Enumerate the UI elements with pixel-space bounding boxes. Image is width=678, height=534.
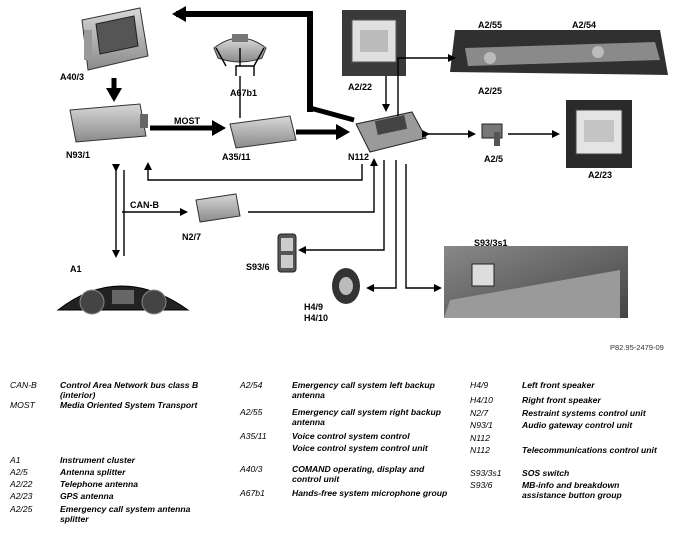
telephone-antenna-image — [342, 10, 406, 76]
sos-button-image — [277, 233, 297, 273]
legend-description: Right front speaker — [522, 395, 601, 405]
speaker-image — [332, 268, 360, 304]
label-a2-5: A2/5 — [484, 154, 503, 164]
legend-code: A2/5 — [10, 467, 28, 477]
legend-description: Emergency call system right backup anten… — [292, 407, 442, 428]
legend-description: Voice control system control unit — [292, 443, 428, 453]
label-s93-6: S93/6 — [246, 262, 270, 272]
legend-description: Media Oriented System Transport — [60, 400, 198, 410]
label-a2-25: A2/25 — [478, 86, 502, 96]
label-h4-9: H4/9 — [304, 302, 323, 312]
label-a2-22: A2/22 — [348, 82, 372, 92]
legend-description: Telephone antenna — [60, 479, 138, 489]
legend-code: N112 — [470, 445, 490, 455]
label-a2-54: A2/54 — [572, 20, 596, 30]
antenna-splitter-image — [481, 123, 503, 146]
wiring-diagram: A40/3 A67b1 A2/22 A2/55 A2/54 A2/25 MOST… — [56, 6, 668, 323]
legend-description: Emergency call system antenna splitter — [60, 504, 191, 525]
legend-description: COMAND operating, display and control un… — [292, 464, 425, 485]
legend-code: N93/1 — [470, 420, 493, 430]
restraint-unit-image — [195, 193, 241, 223]
label-a35-11: A35/11 — [222, 152, 251, 162]
legend-code: A2/22 — [10, 479, 33, 489]
voice-control-image — [229, 115, 297, 149]
label-n93-1: N93/1 — [66, 150, 90, 160]
label-a1: A1 — [70, 264, 82, 274]
legend-code: CAN-B — [10, 380, 37, 390]
legend-code: H4/9 — [470, 380, 489, 390]
label-a2-23: A2/23 — [588, 170, 612, 180]
legend-description: Left front speaker — [522, 380, 595, 390]
legend-code: A35/11 — [240, 431, 267, 441]
legend-code: S93/3s1 — [470, 468, 502, 478]
telecom-unit-image — [355, 111, 427, 153]
sos-switch-image — [444, 246, 628, 318]
connections — [106, 6, 560, 292]
legend-description: Emergency call system left backup antenn… — [292, 380, 435, 401]
legend-code: A2/23 — [10, 491, 33, 501]
backup-antenna-image — [450, 30, 668, 75]
bus-label-canb: CAN-B — [130, 200, 159, 210]
label-h4-10: H4/10 — [304, 313, 328, 323]
label-a67b1: A67b1 — [230, 88, 257, 98]
audio-gateway-image — [69, 103, 148, 143]
legend-description: Audio gateway control unit — [522, 420, 633, 430]
instrument-cluster-image — [56, 285, 190, 315]
legend-code: N112 — [470, 433, 490, 443]
legend-description: Hands-free system microphone group — [292, 488, 448, 498]
legend-column-1: CAN-B Control Area Network bus class B (i… — [10, 380, 220, 530]
label-n112: N112 — [348, 152, 369, 162]
legend-code: A1 — [10, 455, 21, 465]
legend-code: N2/7 — [470, 408, 489, 418]
legend-description: Restraint systems control unit — [522, 408, 646, 418]
legend-description: MB-info and breakdown assistance button … — [522, 480, 622, 501]
label-s93-3s1: S93/3s1 — [474, 238, 508, 248]
legend-code: A2/55 — [240, 407, 263, 417]
bus-label-most: MOST — [174, 116, 201, 126]
label-n2-7: N2/7 — [182, 232, 201, 242]
legend-code: A40/3 — [240, 464, 263, 474]
legend-code: A2/54 — [240, 380, 263, 390]
legend-column-2: A2/54 Emergency call system left backup a… — [240, 380, 460, 530]
legend-description: Voice control system control — [292, 431, 410, 441]
legend-description: Control Area Network bus class B (interi… — [60, 380, 199, 401]
legend-code: S93/6 — [470, 480, 493, 490]
legend-description: Telecommunications control unit — [522, 445, 657, 455]
legend-description: GPS antenna — [60, 491, 114, 501]
legend-description: Antenna splitter — [60, 467, 126, 477]
figure-id: P82.95-2479-09 — [610, 343, 664, 352]
gps-antenna-image — [566, 100, 632, 168]
legend-code: A2/25 — [10, 504, 33, 514]
legend-code: A67b1 — [240, 488, 265, 498]
comand-unit-image — [81, 7, 149, 71]
label-a2-55: A2/55 — [478, 20, 502, 30]
legend-description: SOS switch — [522, 468, 570, 478]
legend-code: MOST — [10, 400, 35, 410]
legend-description: Instrument cluster — [60, 455, 135, 465]
legend-code: H4/10 — [470, 395, 493, 405]
label-a40-3: A40/3 — [60, 72, 84, 82]
